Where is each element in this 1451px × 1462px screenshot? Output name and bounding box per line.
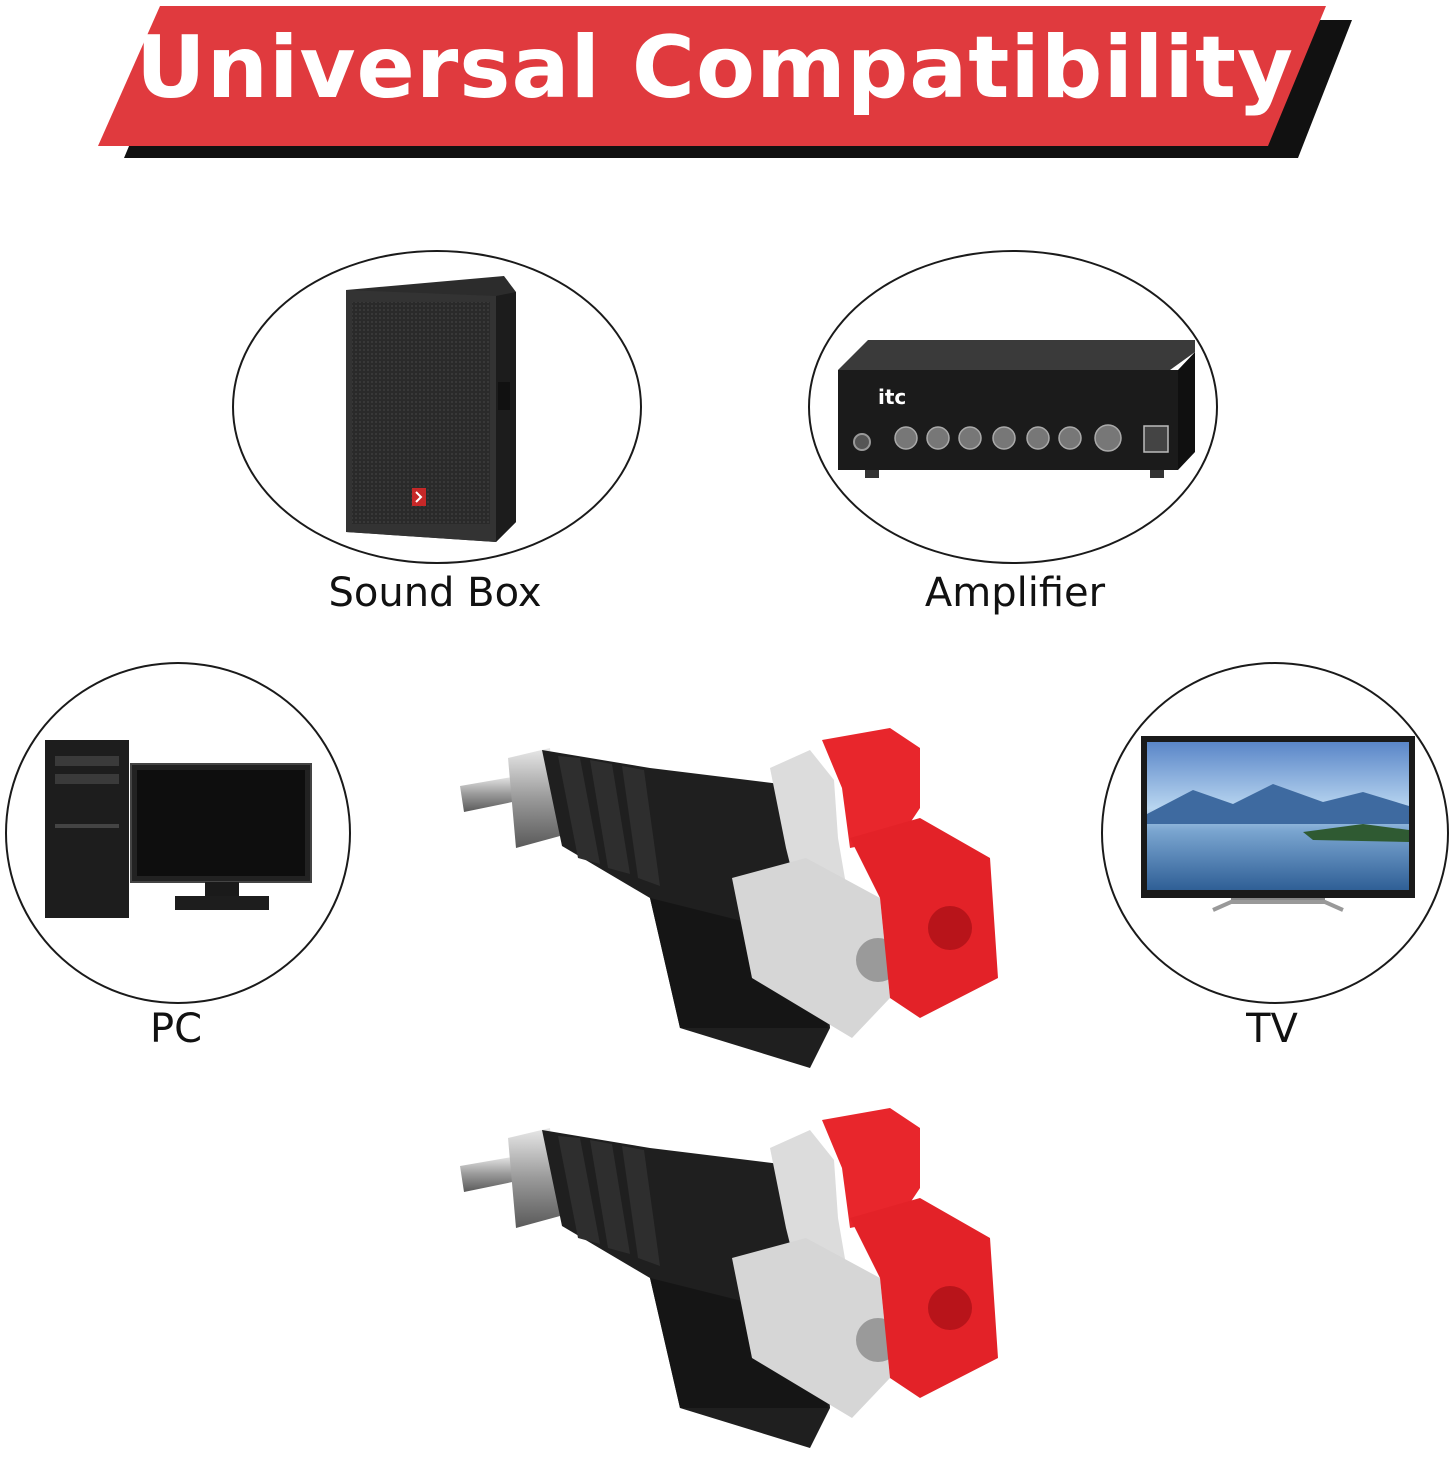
banner-red xyxy=(98,6,1326,146)
device-circle-pc xyxy=(5,662,351,1004)
banner-title: Universal Compatibility xyxy=(135,18,1295,118)
device-label-tv: TV xyxy=(1246,1006,1298,1052)
speaker-icon xyxy=(346,276,516,542)
pc-icon xyxy=(45,740,312,918)
tv-icon xyxy=(1141,736,1415,912)
amplifier-icon: itc xyxy=(838,340,1195,478)
device-label-amplifier: Amplifier xyxy=(924,570,1106,616)
device-circle-sound-box xyxy=(232,250,642,564)
device-label-pc: PC xyxy=(149,1006,203,1052)
title-banner: Universal Compatibility xyxy=(0,0,1451,170)
device-circle-tv xyxy=(1101,662,1449,1004)
rca-speaker-connector-icon xyxy=(460,728,998,1448)
banner-shape xyxy=(98,6,1352,158)
device-circle-amplifier: itc xyxy=(808,250,1218,564)
device-label-sound-box: Sound Box xyxy=(328,570,542,616)
amplifier-brand: itc xyxy=(878,385,906,409)
